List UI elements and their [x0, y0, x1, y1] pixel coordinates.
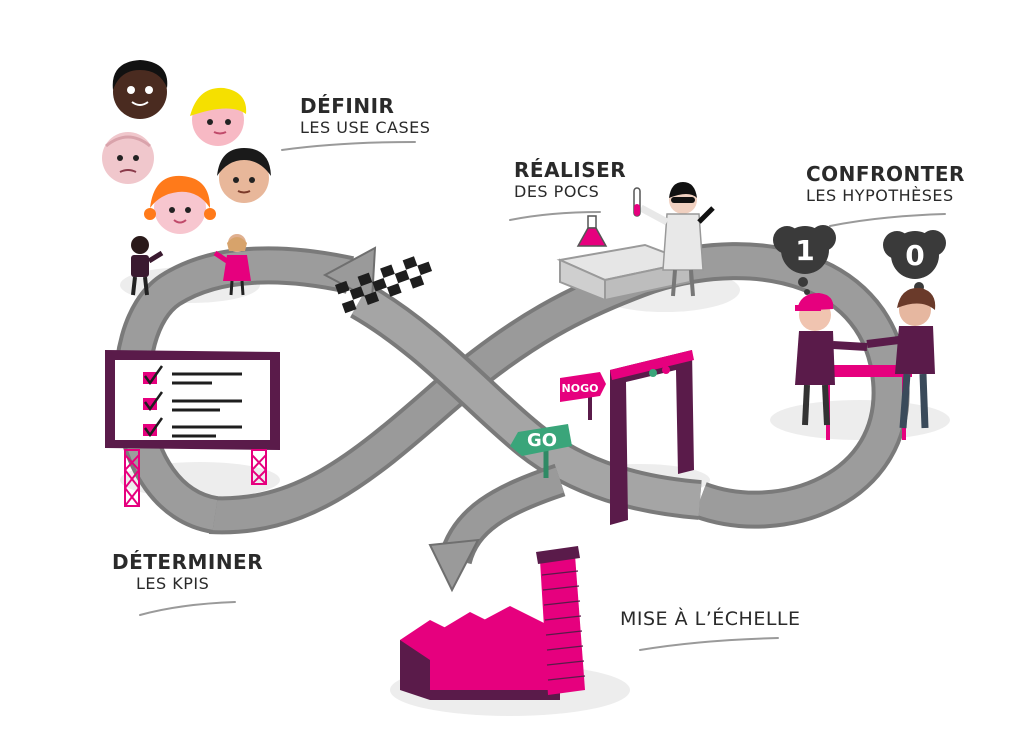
face-black-hair [217, 148, 271, 203]
factory-icon [400, 546, 586, 700]
lab-flask-icon [576, 215, 608, 247]
label-definir-line1: DÉFINIR [300, 94, 395, 118]
kpi-board [105, 350, 280, 507]
label-realiser-line2: DES POCS [514, 182, 600, 201]
face-blond [190, 87, 247, 146]
label-determiner-line1: DÉTERMINER [112, 550, 264, 574]
label-determiner-line2: LES KPIS [136, 574, 210, 593]
label-confronter-line2: LES HYPOTHÈSES [806, 186, 954, 205]
checkbox-icon-3 [143, 417, 242, 438]
checkered-flag-icon [335, 256, 433, 314]
go-sign: GO [510, 424, 572, 478]
face-bald [102, 132, 154, 184]
person-woman [213, 234, 251, 296]
bubble-zero: 0 [905, 239, 924, 272]
label-realiser-line1: RÉALISER [514, 158, 627, 182]
gate-icon [610, 350, 694, 525]
face-dark [112, 60, 168, 119]
chimney-icon [536, 546, 586, 695]
person-man [131, 236, 164, 296]
bubble-one: 1 [795, 234, 814, 267]
nogo-sign: NOGO [560, 372, 606, 420]
label-definir-line2: LES USE CASES [300, 118, 431, 137]
arm-wrestling-scene: 1 0 [773, 225, 946, 440]
label-determiner: DÉTERMINER LES KPIS [112, 550, 263, 593]
checkbox-icon [143, 365, 242, 386]
label-confronter-line1: CONFRONTER [806, 162, 965, 186]
test-tube-icon [633, 187, 641, 217]
label-mise-echelle-line1: MISE À L’ÉCHELLE [620, 608, 801, 630]
label-confronter: CONFRONTER LES HYPOTHÈSES [806, 162, 965, 205]
face-red-hair [144, 175, 216, 234]
nogo-label: NOGO [562, 382, 599, 395]
label-underlines [139, 141, 946, 651]
player-right [866, 287, 936, 429]
checkbox-icon-2 [143, 391, 242, 412]
lab-scene [556, 182, 715, 302]
thought-bubble-icon: 1 [773, 225, 836, 295]
stakeholder-faces [102, 60, 271, 296]
label-realiser: RÉALISER DES POCS [514, 158, 626, 201]
label-definir: DÉFINIR LES USE CASES [300, 94, 430, 137]
go-label: GO [527, 430, 557, 451]
player-left [795, 293, 868, 426]
scientist [639, 182, 715, 297]
thought-bubble-icon-right: 0 [883, 230, 946, 300]
label-mise-echelle: MISE À L’ÉCHELLE [620, 608, 801, 631]
